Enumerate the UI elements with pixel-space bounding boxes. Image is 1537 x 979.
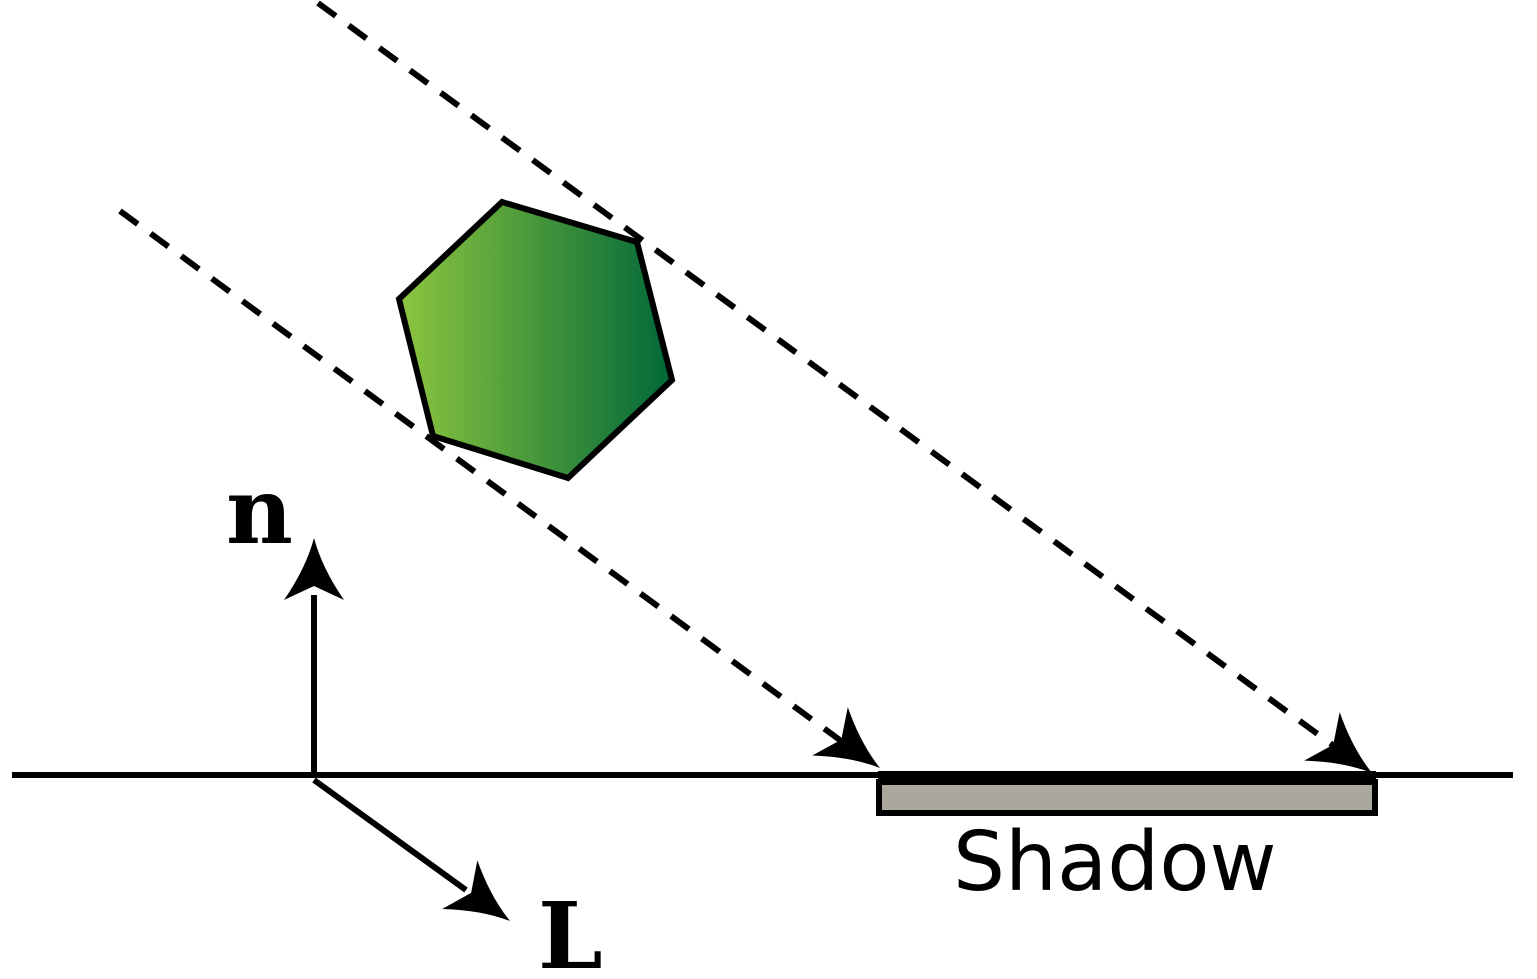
hexagon-occluder: [395, 198, 676, 482]
light-label: L: [538, 882, 603, 979]
shadow-region: [876, 779, 1378, 816]
light-vector: [312, 777, 468, 893]
shadow-label: Shadow: [953, 815, 1277, 910]
normal-label: n: [226, 457, 293, 565]
normal-arrowhead: [284, 538, 344, 600]
light-arrowhead: [442, 860, 528, 946]
